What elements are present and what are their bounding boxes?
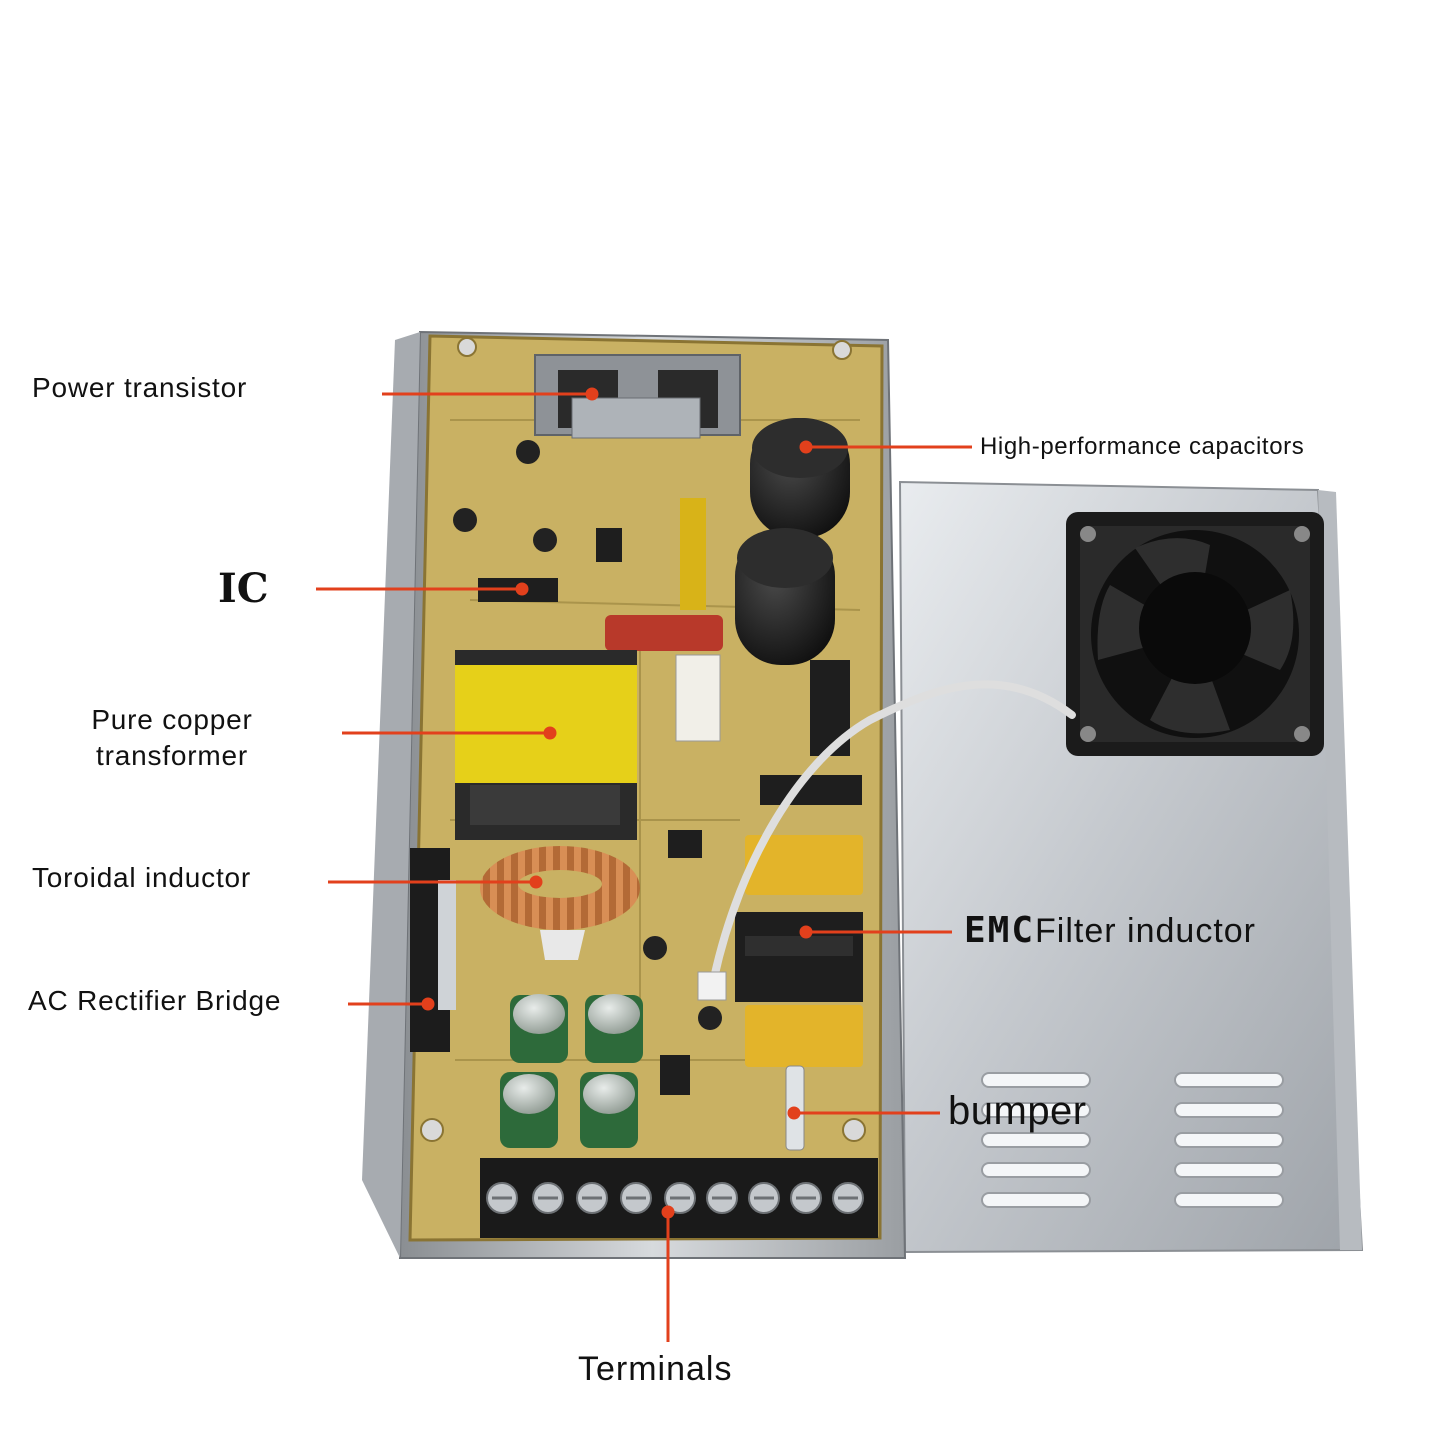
label-power-transistor: Power transistor [32,372,248,403]
transformer [455,650,637,840]
rectifier-bridge [410,848,456,1052]
label-transformer-line1: Pure copper [91,704,253,735]
label-transformer: Pure copper transformer [62,704,282,772]
toroidal-inductor [480,846,640,960]
label-emc-suffix: Filter inductor [1035,912,1256,950]
label-bumper: bumper [948,1089,1087,1133]
label-terminals: Terminals [578,1350,733,1388]
heatsink [534,354,741,439]
lid-cover [898,480,1364,1254]
cooling-fan [1066,512,1324,756]
callout-lines [316,387,972,1342]
label-emc-prefix: EMC [964,910,1036,951]
large-capacitors [735,418,850,665]
emc-inductor [735,912,863,1002]
label-emc: EMCFilter inductor [964,910,1256,951]
vent-slots-right [1174,1072,1284,1208]
cable-connector [697,971,727,1001]
label-transformer-line2: transformer [96,740,248,772]
label-ic: IC [218,565,269,612]
label-rectifier: AC Rectifier Bridge [28,985,282,1016]
filter-capacitors [500,994,643,1148]
fan-cable [710,680,1076,982]
label-toroidal: Toroidal inductor [32,862,252,893]
label-capacitors: High-performance capacitors [980,433,1305,460]
terminal-block [480,1158,878,1238]
vent-slots-left [981,1072,1091,1208]
small-components [453,440,863,1095]
